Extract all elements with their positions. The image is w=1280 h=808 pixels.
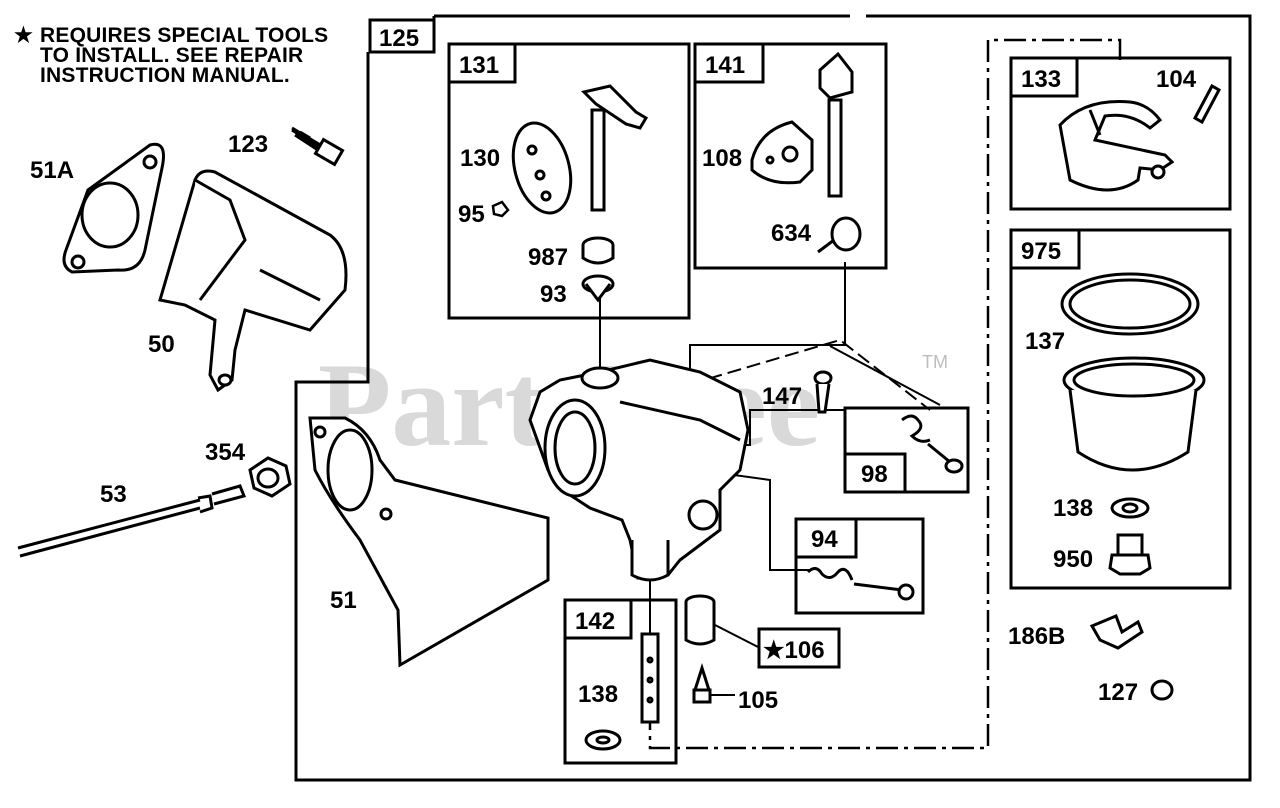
gasket-51a xyxy=(62,142,165,274)
seal-93 xyxy=(581,274,615,303)
kit-133: 133 xyxy=(1009,56,1232,211)
washer-138b xyxy=(584,729,622,751)
dash-dot-callout xyxy=(648,38,1122,750)
choke-shaft-141 xyxy=(818,51,854,198)
kit-141-label: 141 xyxy=(705,52,745,79)
label-105: 105 xyxy=(738,687,778,714)
label-51: 51 xyxy=(330,587,357,614)
jet-106 xyxy=(684,594,716,646)
kit-94-label: 94 xyxy=(811,526,838,553)
label-138-tube: 138 xyxy=(578,681,618,708)
carburetor-body xyxy=(528,358,750,582)
throttle-shaft-131 xyxy=(581,84,649,212)
kit-94: 94 xyxy=(794,517,925,615)
idle-needle-98 xyxy=(901,414,964,474)
label-987: 987 xyxy=(528,244,568,271)
kit-98-label: 98 xyxy=(861,461,888,488)
gasket-ring-137 xyxy=(1060,272,1200,336)
label-130: 130 xyxy=(460,145,500,172)
dashed-leader xyxy=(669,338,931,411)
float-bowl-975 xyxy=(1062,356,1206,472)
label-95: 95 xyxy=(458,201,485,228)
kit-975-label: 975 xyxy=(1021,238,1061,265)
star-icon: ★ xyxy=(14,24,34,47)
elbow-186b xyxy=(1089,614,1144,650)
throttle-plate-130 xyxy=(511,121,573,215)
spring-634 xyxy=(817,216,862,254)
leader-lines xyxy=(599,262,941,696)
part-labels: 51A 123 50 354 53 51 130 95 987 93 108 6… xyxy=(30,66,1197,714)
label-147: 147 xyxy=(762,383,802,410)
label-137: 137 xyxy=(1025,328,1065,355)
label-53: 53 xyxy=(100,481,127,508)
kit-131-label: 131 xyxy=(459,52,499,79)
emulsion-tube-142 xyxy=(640,632,660,724)
kit-131: 131 xyxy=(447,42,691,320)
label-950: 950 xyxy=(1053,546,1093,573)
washer-138a xyxy=(1110,497,1150,519)
choke-plate-108 xyxy=(750,120,814,185)
label-127: 127 xyxy=(1098,679,1138,706)
note-line-2: TO INSTALL. SEE REPAIR xyxy=(40,44,304,67)
label-108: 108 xyxy=(702,145,742,172)
note-line-1: REQUIRES SPECIAL TOOLS xyxy=(40,24,329,47)
kit-142-label: 142 xyxy=(575,608,615,635)
label-123: 123 xyxy=(228,131,268,158)
label-51a: 51A xyxy=(30,157,74,184)
float-133 xyxy=(1058,99,1175,192)
washer-127 xyxy=(1150,679,1174,701)
special-tools-note: ★ REQUIRES SPECIAL TOOLS TO INSTALL. SEE … xyxy=(14,24,329,87)
seal-987 xyxy=(581,236,615,265)
kit-98: 98 xyxy=(843,406,970,494)
screw-123 xyxy=(291,126,345,167)
needle-105 xyxy=(692,663,712,704)
kit-975: 975 xyxy=(1009,228,1232,590)
note-line-3: INSTRUCTION MANUAL. xyxy=(40,64,290,87)
watermark-tm: TM xyxy=(922,352,948,372)
kit-125-label-box: 125 xyxy=(368,18,436,54)
kit-142: 142 xyxy=(563,598,678,765)
label-93: 93 xyxy=(540,281,567,308)
label-50: 50 xyxy=(148,331,175,358)
screw-147 xyxy=(813,370,833,414)
kit-141: 141 xyxy=(693,42,888,270)
screw-95 xyxy=(491,200,510,218)
kit-125-label: 125 xyxy=(379,25,419,52)
stud-53 xyxy=(17,484,247,558)
label-104: 104 xyxy=(1156,66,1197,93)
label-354: 354 xyxy=(205,439,246,466)
bolt-950 xyxy=(1108,533,1152,576)
label-186b: 186B xyxy=(1008,623,1065,650)
pin-104 xyxy=(1192,83,1222,125)
label-138-bowl: 138 xyxy=(1053,495,1093,522)
kit-133-label: 133 xyxy=(1021,66,1061,93)
plate-51 xyxy=(308,416,550,668)
part-106-label: ★106 xyxy=(763,637,825,664)
label-634: 634 xyxy=(771,220,812,247)
intake-elbow-50 xyxy=(158,169,348,393)
nut-354 xyxy=(248,456,292,498)
part-106-box: ★106 xyxy=(757,627,841,669)
main-needle-94 xyxy=(806,567,915,601)
